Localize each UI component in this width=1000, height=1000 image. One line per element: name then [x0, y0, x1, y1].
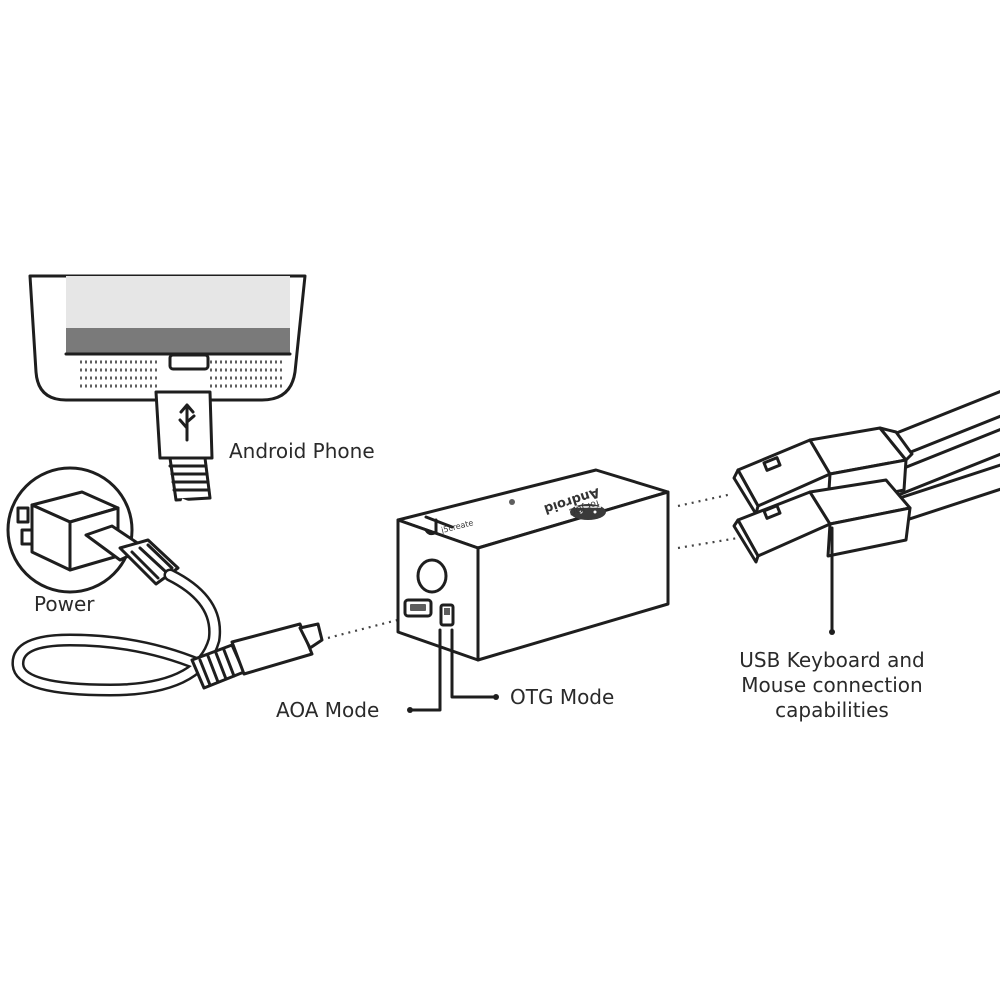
aoa-mode-label: AOA Mode [276, 698, 379, 722]
aoa-leader [410, 628, 442, 712]
android-phone-label: Android Phone [229, 439, 375, 463]
usb-label-line1: USB Keyboard and [739, 648, 924, 672]
usb-symbol-icon [178, 403, 196, 442]
otg-leader [450, 628, 496, 699]
speaker-grille-right [210, 360, 282, 388]
power-label: Power [34, 592, 95, 616]
usb-plug-mouse [732, 478, 912, 564]
adapter-box: Android for JDC j5create [396, 468, 670, 662]
usb-label-line3: capabilities [775, 698, 889, 722]
android-logo-icon [570, 504, 606, 520]
usb-label-line2: Mouse connection [741, 673, 922, 697]
home-button [168, 353, 210, 371]
power-usb-plug [190, 622, 324, 690]
cable-grommet [416, 558, 448, 594]
otg-mode-label: OTG Mode [510, 685, 614, 709]
android-phone [28, 274, 307, 402]
power-adapter [6, 466, 180, 594]
micro-usb-plug [154, 390, 214, 502]
